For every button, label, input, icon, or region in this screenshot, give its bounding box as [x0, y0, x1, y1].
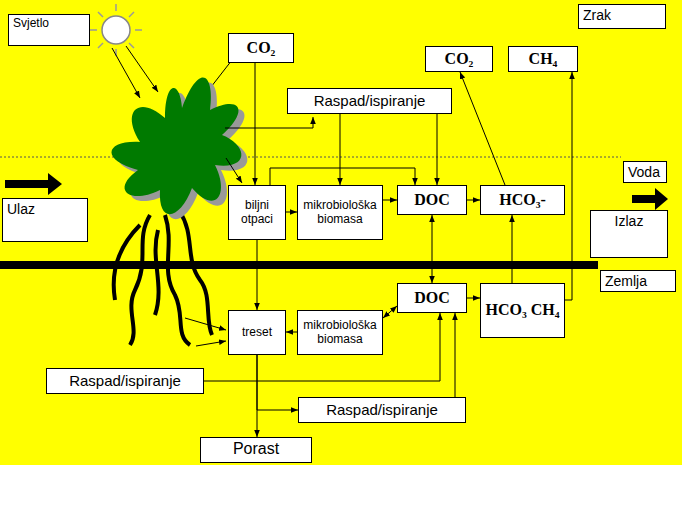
pool-box: HCO₃ CH₄	[480, 283, 565, 338]
node-text: Zrak	[583, 7, 611, 23]
flow-arrow	[437, 114, 438, 185]
gas-box: CO₂	[425, 46, 493, 72]
flow-arrow	[286, 332, 297, 333]
roots	[114, 212, 212, 345]
process-box: Porast	[200, 437, 312, 463]
flow-arrow	[455, 313, 456, 397]
node-text: Svjetlo	[13, 17, 49, 31]
flow-arrow	[512, 215, 513, 283]
flow-arrow	[270, 168, 415, 185]
flow-arrow	[460, 72, 505, 185]
pool-box: HCO₃-	[480, 185, 565, 215]
node-text: DOC	[414, 289, 450, 307]
process-box: Raspad/ispiranje	[298, 397, 466, 423]
process-box: Raspad/ispiranje	[46, 368, 204, 394]
outflow-arrow	[632, 188, 668, 210]
zone-box: Voda	[623, 161, 667, 183]
node-text: Zemlja	[605, 273, 647, 289]
node-text: Raspad/ispiranje	[314, 92, 426, 109]
flow-arrow	[255, 63, 256, 185]
node-text: CO₂	[247, 39, 276, 57]
zone-box: Zemlja	[600, 270, 676, 292]
flow-arrow	[467, 200, 480, 201]
process-box: Raspad/ispiranje	[287, 88, 452, 114]
gas-box: CH₄	[508, 46, 578, 72]
node-text: HCO₃-	[499, 191, 546, 209]
flow-arrow	[257, 240, 258, 310]
flow-box: Ulaz	[2, 198, 88, 242]
sun	[90, 4, 142, 56]
flow-arrow	[383, 200, 397, 201]
flow-arrow	[286, 212, 297, 213]
pool-box: DOC	[397, 283, 467, 313]
flow-arrow	[432, 215, 433, 283]
node-text: Raspad/ispiranje	[326, 401, 438, 418]
flow-arrow	[257, 355, 298, 410]
flow-box: Izlaz	[590, 210, 668, 258]
node-text: Raspad/ispiranje	[69, 372, 181, 389]
node-text: HCO₃ CH₄	[485, 301, 559, 319]
soil-line	[0, 261, 598, 269]
flow-arrow	[340, 114, 341, 185]
label-box: Svjetlo	[8, 14, 90, 46]
pool-box: biljni otpaci	[228, 185, 286, 240]
gas-box: CO₂	[228, 33, 294, 63]
node-text: mikrobiološka biomasa	[302, 199, 378, 227]
zone-box: Zrak	[578, 4, 666, 29]
node-text: Izlaz	[615, 213, 644, 229]
node-text: biljni otpaci	[233, 199, 281, 227]
pool-box: DOC	[397, 185, 467, 215]
flow-arrow	[257, 355, 258, 437]
node-text: treset	[242, 326, 272, 340]
flow-arrow	[467, 298, 480, 299]
pool-box: mikrobiološka biomasa	[297, 310, 383, 355]
pool-box: mikrobiološka biomasa	[297, 185, 383, 240]
node-text: DOC	[414, 191, 450, 209]
node-text: mikrobiološka biomasa	[302, 319, 378, 347]
pool-box: treset	[228, 310, 286, 355]
flow-arrow	[565, 72, 572, 300]
node-text: Voda	[628, 164, 660, 180]
inflow-arrow	[5, 173, 62, 195]
plant	[112, 78, 242, 215]
node-text: CH₄	[529, 50, 558, 68]
node-text: Porast	[233, 440, 279, 458]
node-text: CO₂	[445, 50, 474, 68]
water-line	[0, 157, 621, 158]
flow-arrow	[383, 306, 397, 318]
node-text: Ulaz	[7, 201, 35, 217]
